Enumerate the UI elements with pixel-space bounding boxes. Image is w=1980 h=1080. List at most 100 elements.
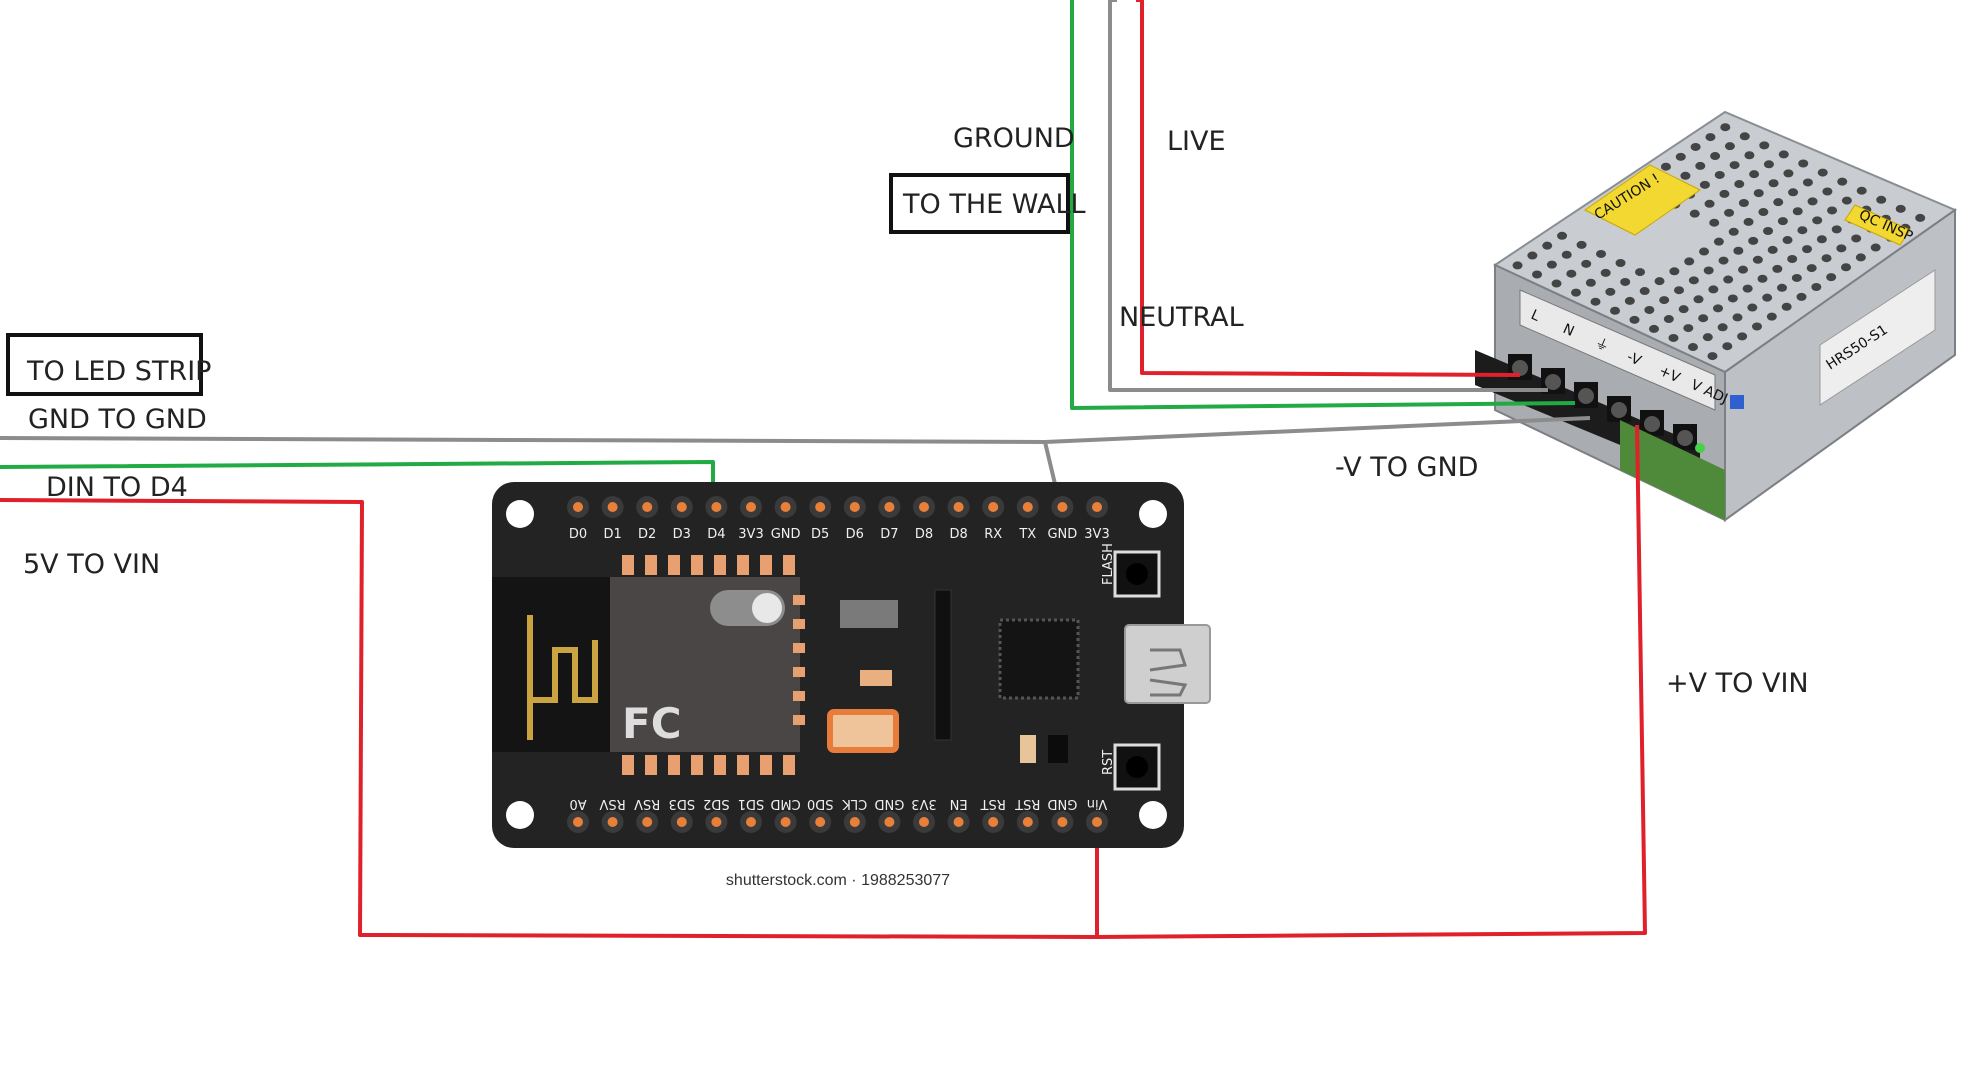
vent-hole <box>1768 179 1779 188</box>
vent-hole <box>1749 170 1760 179</box>
vent-hole <box>1702 333 1713 342</box>
terminal-label: -V <box>1624 349 1644 369</box>
vent-hole <box>1542 241 1553 250</box>
vent-hole <box>1738 265 1749 274</box>
castellation-pad <box>737 755 749 775</box>
psu-plus-v-wire <box>1096 424 1647 939</box>
vent-hole <box>1831 225 1842 234</box>
castellation-pad <box>668 555 680 575</box>
vent-hole <box>1734 180 1745 189</box>
pin-hole <box>953 502 964 512</box>
minus-v-to-gnd-label: -V TO GND <box>1335 452 1478 483</box>
vent-hole <box>1732 313 1743 322</box>
vent-hole <box>1714 170 1725 179</box>
to-the-wall-label: TO THE WALL <box>902 189 1086 220</box>
vent-hole <box>1703 266 1714 275</box>
live-label: LIVE <box>1167 126 1226 157</box>
wall-live-wire <box>1136 0 1521 377</box>
bottom-pin-label: SD1 <box>738 796 765 811</box>
vent-hole <box>1766 312 1777 321</box>
vent-hole <box>1817 168 1828 177</box>
vent-hole <box>1787 254 1798 263</box>
pin-hole <box>1022 502 1033 512</box>
castellation-pad <box>645 555 657 575</box>
pin-hole <box>711 817 722 827</box>
mount-hole <box>506 801 534 829</box>
vent-hole <box>1737 332 1748 341</box>
vent-hole <box>1792 207 1803 216</box>
bottom-pin-label: RST <box>981 796 1006 811</box>
pin-hole <box>884 502 895 512</box>
castellation-pad <box>783 755 795 775</box>
vent-hole <box>1590 297 1601 306</box>
pin-hole <box>780 817 791 827</box>
castellation-pad <box>737 555 749 575</box>
flash-label: FLASH <box>1101 543 1116 585</box>
bottom-pin-label: 3V3 <box>911 796 936 811</box>
bottom-pin-label: RST <box>1015 796 1040 811</box>
bottom-pin-label: SD3 <box>669 796 696 811</box>
vent-hole <box>1678 305 1689 314</box>
vent-hole <box>1733 246 1744 255</box>
vent-hole <box>1802 178 1813 187</box>
capacitor <box>827 709 899 753</box>
vent-hole <box>1781 302 1792 311</box>
bottom-pin-label: Vin <box>1087 796 1107 811</box>
vent-hole <box>1727 294 1738 303</box>
top-pin-label: RX <box>984 527 1002 542</box>
psu-adjust-pot <box>1730 395 1744 409</box>
castellation-pad <box>783 555 795 575</box>
vent-hole <box>1759 141 1770 150</box>
vent-hole <box>1639 287 1650 296</box>
top-pin-label: TX <box>1018 527 1036 542</box>
terminal-screw <box>1644 416 1660 432</box>
rst-label: RST <box>1101 750 1116 775</box>
vent-hole <box>1827 206 1838 215</box>
vent-hole <box>1635 268 1646 277</box>
top-pin-label: D7 <box>880 527 898 542</box>
terminal-screw <box>1578 388 1594 404</box>
castellation-pad <box>793 667 805 677</box>
top-pin-label: D1 <box>603 527 621 542</box>
vent-hole <box>1855 253 1866 262</box>
pin-hole <box>573 817 583 827</box>
pin-hole <box>780 502 791 512</box>
vent-hole <box>1576 240 1587 249</box>
vent-hole <box>1729 161 1740 170</box>
vent-hole <box>1512 261 1523 270</box>
vent-hole <box>1777 217 1788 226</box>
pin-hole <box>988 502 999 512</box>
bottom-pin-label: RSV <box>634 796 660 811</box>
vent-hole <box>1708 285 1719 294</box>
led-5v-wire <box>0 498 1099 939</box>
vent-hole <box>1707 352 1718 361</box>
psu-minus-v-wire <box>1044 416 1591 444</box>
terminal-label: ⏚ <box>1592 335 1611 355</box>
psu-led-green <box>1695 443 1705 453</box>
vent-hole <box>1680 171 1691 180</box>
vent-hole <box>1807 197 1818 206</box>
bottom-pin-label: EN <box>950 796 968 811</box>
vent-hole <box>1763 226 1774 235</box>
terminal-screw <box>1512 360 1528 376</box>
vent-hole <box>1777 283 1788 292</box>
vent-hole <box>1876 195 1887 204</box>
voltage-regulator <box>840 600 898 628</box>
module-castellations <box>622 555 805 775</box>
vent-hole <box>1720 123 1731 132</box>
vent-hole <box>1693 295 1704 304</box>
vent-hole <box>1895 204 1906 213</box>
smd-component <box>1048 735 1068 763</box>
pin-hole <box>1057 502 1068 512</box>
vent-hole <box>1718 256 1729 265</box>
bottom-pin-label: SD2 <box>703 796 730 811</box>
vent-hole <box>1837 177 1848 186</box>
vent-hole <box>1719 189 1730 198</box>
castellation-pad <box>691 755 703 775</box>
vent-hole <box>1660 162 1671 171</box>
pin-hole <box>1092 502 1102 512</box>
castellation-pad <box>760 555 772 575</box>
vent-hole <box>1710 152 1721 161</box>
vent-hole <box>1796 292 1807 301</box>
